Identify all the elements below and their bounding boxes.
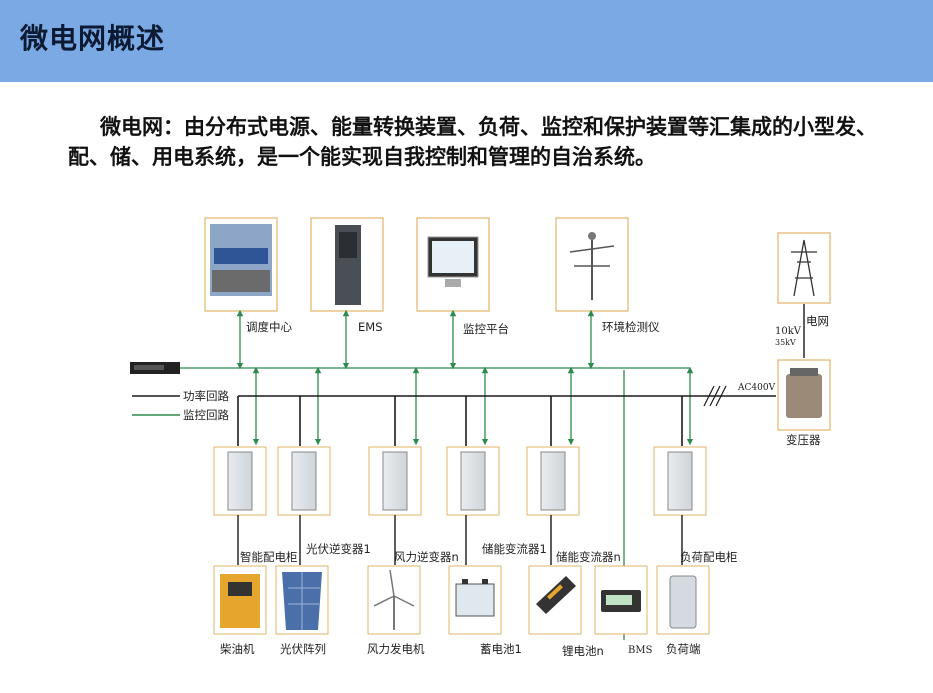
lithium-battery-device: [528, 565, 582, 635]
diesel-generator-device: [213, 565, 267, 635]
wind-turbine-device: [367, 565, 421, 635]
cabinet-label-2: 光伏逆变器1: [306, 542, 371, 556]
monitor-platform-label: 监控平台: [463, 322, 509, 336]
bottom-label-5: 锂电池n: [562, 644, 604, 658]
ac-breaks: [703, 385, 727, 407]
transformer-label: 变压器: [786, 433, 821, 447]
power-drops: [237, 396, 683, 446]
bottom-label-7: 负荷端: [666, 642, 701, 656]
cabinet-label-1: 智能配电柜: [240, 550, 298, 564]
monitor-platform-device: [416, 217, 490, 312]
bottom-label-6: BMS: [628, 645, 653, 656]
cabinet-wind-inverter: [368, 446, 422, 516]
dispatch-center-label: 调度中心: [246, 320, 292, 334]
monitor-links-top: [236, 309, 595, 370]
monitor-links-cabinets: [252, 366, 694, 446]
bottom-label-4: 蓄电池1: [480, 642, 522, 656]
ac400v-label: AC400V: [737, 383, 776, 393]
legend-monitor-label: 监控回路: [183, 408, 229, 422]
grid-tower-device: [777, 232, 831, 304]
cabinet-storage-converter-n: [526, 446, 580, 516]
ems-cabinet-device: [310, 217, 384, 312]
cabinet-storage-converter-1: [446, 446, 500, 516]
bottom-label-3: 风力发电机: [367, 642, 425, 656]
weather-station-device: [555, 217, 629, 312]
network-switch-icon: [130, 362, 180, 374]
voltage-10kv-label: 10kV: [775, 326, 802, 337]
cabinet-smart-distribution: [213, 446, 267, 516]
load-device: [656, 565, 710, 635]
bottom-label-1: 柴油机: [220, 642, 255, 656]
pv-array-device: [275, 565, 329, 635]
page-title: 微电网概述: [20, 22, 166, 55]
bms-device: [594, 565, 648, 635]
cabinet-label-5: 储能变流器n: [556, 550, 621, 564]
bottom-label-2: 光伏阵列: [280, 642, 326, 656]
legend-power-label: 功率回路: [183, 389, 229, 403]
weather-station-label: 环境检测仪: [602, 320, 660, 334]
lead-acid-battery-device: [448, 565, 502, 635]
cabinet-load-distribution: [653, 446, 707, 516]
grid-label: 电网: [806, 314, 829, 328]
dispatch-center-device: [204, 217, 278, 312]
intro-paragraph: 微电网：由分布式电源、能量转换装置、负荷、监控和保护装置等汇集成的小型发、配、储…: [68, 114, 877, 169]
cabinet-pv-inverter: [277, 446, 331, 516]
cabinet-label-3: 风力逆变器n: [394, 550, 459, 564]
ems-label: EMS: [358, 320, 383, 334]
header-bar: 微电网概述: [0, 0, 933, 82]
voltage-35kv-label: 35kV: [775, 338, 796, 347]
power-drops-lower: [237, 515, 683, 565]
cabinet-label-6: 负荷配电柜: [680, 550, 738, 564]
cabinet-label-4: 储能变流器1: [482, 542, 547, 556]
transformer-device: [777, 359, 831, 431]
